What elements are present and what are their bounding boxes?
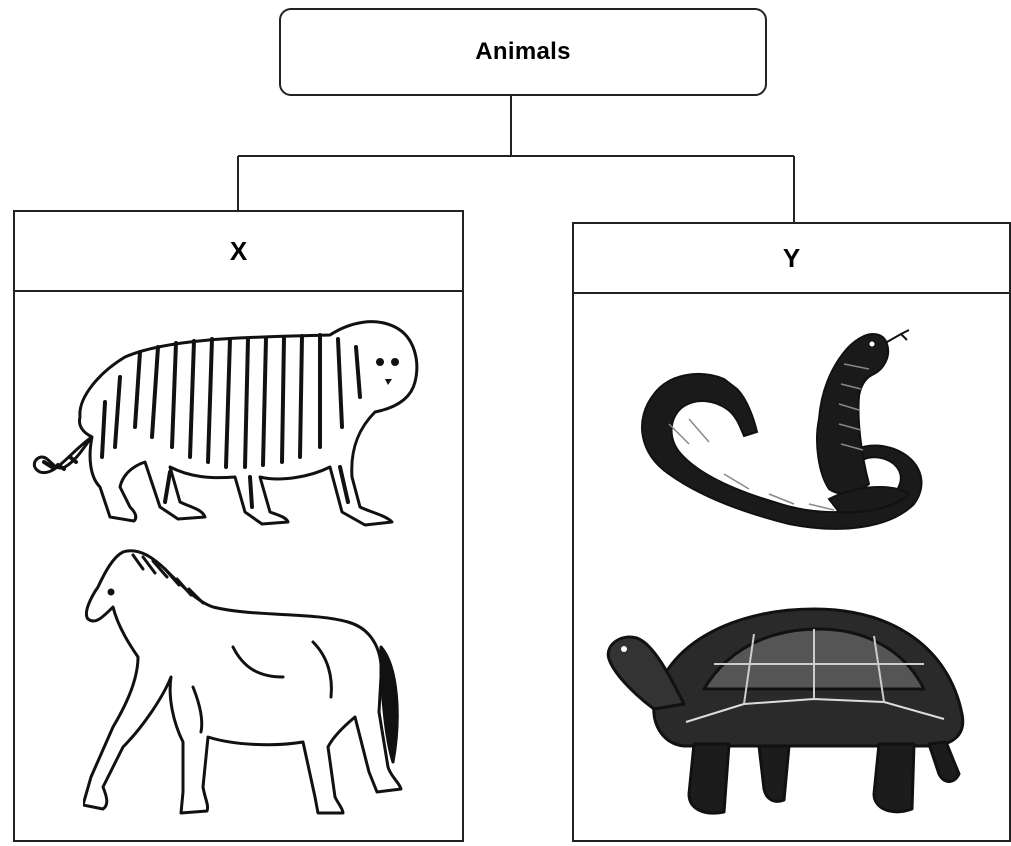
group-x-header: X: [15, 212, 462, 292]
root-node: Animals: [279, 8, 767, 96]
tortoise-illustration: [594, 594, 974, 834]
group-x-panel: X: [13, 210, 464, 842]
horse-illustration: [83, 547, 403, 817]
group-x-label: X: [230, 236, 247, 267]
group-y-panel: Y: [572, 222, 1011, 842]
tiger-illustration: [30, 317, 420, 537]
group-y-header: Y: [574, 224, 1009, 294]
root-title: Animals: [475, 38, 570, 66]
snake-illustration: [629, 324, 929, 554]
group-y-label: Y: [783, 243, 800, 274]
